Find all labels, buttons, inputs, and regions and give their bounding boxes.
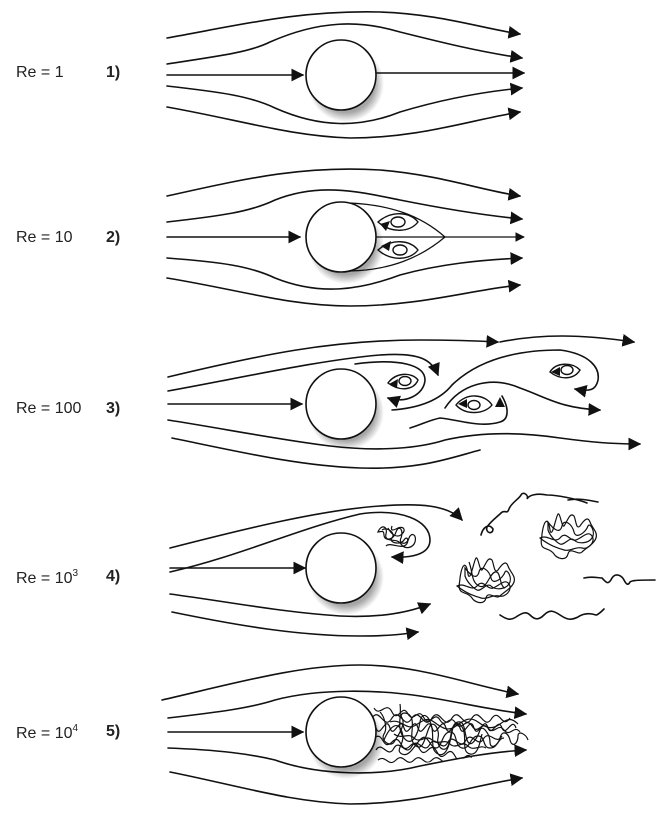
arrow-icon xyxy=(458,399,467,408)
streamline xyxy=(499,333,636,347)
cylinder xyxy=(305,532,377,604)
re-text: Re = 10 xyxy=(16,570,73,587)
wavy-streak xyxy=(567,498,599,503)
streamline xyxy=(166,106,522,139)
panel-3 xyxy=(167,333,642,470)
streamline xyxy=(444,381,602,416)
wavy-streak xyxy=(499,608,605,620)
panel-2 xyxy=(166,168,525,307)
reynolds-label-5: Re = 104 xyxy=(16,723,78,743)
re-text: Re = 100 xyxy=(16,400,82,417)
streamline xyxy=(166,168,522,201)
re-text: Re = 10 xyxy=(16,229,73,246)
cylinder xyxy=(305,368,377,440)
reynolds-label-3: Re = 100 xyxy=(16,400,81,418)
reynolds-label-2: Re = 10 xyxy=(16,229,72,247)
panel-1 xyxy=(166,11,526,139)
wavy-streak xyxy=(583,574,656,585)
cylinder xyxy=(305,39,377,111)
re-exponent: 4 xyxy=(72,723,79,734)
re-text: Re = 1 xyxy=(16,64,64,81)
streamline xyxy=(167,334,500,378)
cylinder xyxy=(305,201,377,273)
streamline xyxy=(169,771,524,805)
streamline xyxy=(167,353,440,392)
streamline xyxy=(166,11,522,39)
reynolds-label-1: Re = 1 xyxy=(16,64,64,82)
vortex-loop xyxy=(391,349,599,411)
panel-number-4: 4) xyxy=(106,568,121,585)
recirculation-boundary xyxy=(349,202,446,272)
turbulent-cluster-1 xyxy=(455,557,515,604)
vortex-core xyxy=(390,216,406,228)
streamline xyxy=(171,437,481,470)
panel-4 xyxy=(169,492,656,641)
streamline xyxy=(166,189,524,225)
panel-number-3: 3) xyxy=(106,400,121,417)
reynolds-label-4: Re = 103 xyxy=(16,568,78,588)
arrow-icon xyxy=(495,397,505,407)
arrow-icon xyxy=(380,221,390,231)
arrow-icon xyxy=(389,379,398,388)
vortex-core xyxy=(392,244,408,256)
vortex-core xyxy=(560,364,574,376)
wavy-streak xyxy=(480,492,588,536)
arrow-icon xyxy=(551,367,560,376)
streamline xyxy=(169,511,431,573)
panel-5 xyxy=(161,664,529,805)
vortex-loop xyxy=(409,395,508,429)
cylinder xyxy=(305,696,377,768)
re-text: Re = 10 xyxy=(16,725,73,742)
panel-number-2: 2) xyxy=(106,229,121,246)
streamline xyxy=(166,23,524,65)
streamline xyxy=(169,504,463,549)
streamline xyxy=(167,419,642,451)
streamline xyxy=(161,664,520,701)
re-exponent: 3 xyxy=(72,568,79,579)
arrow-icon xyxy=(381,241,391,251)
streamline xyxy=(166,82,524,125)
panel-number-5: 5) xyxy=(106,723,121,740)
streamline xyxy=(171,611,420,641)
streamline xyxy=(166,277,522,307)
vortex-core xyxy=(398,375,412,387)
turbulent-wake xyxy=(372,703,529,768)
streamline xyxy=(166,252,524,290)
streamline xyxy=(167,690,528,720)
streamline xyxy=(169,593,432,618)
panel-number-1: 1) xyxy=(106,64,121,81)
vortex-core xyxy=(467,399,481,411)
turbulent-cluster-2 xyxy=(538,513,597,560)
turbulent-eddy xyxy=(377,525,416,549)
vortex-loop xyxy=(354,361,426,408)
